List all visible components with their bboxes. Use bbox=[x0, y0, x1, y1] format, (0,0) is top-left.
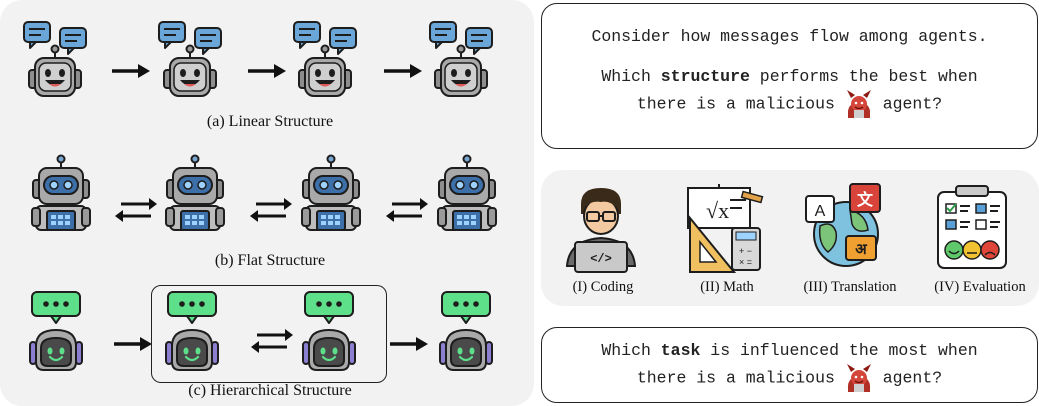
task-label-math: (II) Math bbox=[700, 279, 754, 295]
question1-keyword: structure bbox=[660, 67, 750, 86]
robot-icon bbox=[437, 154, 497, 231]
arrow-right-icon bbox=[112, 335, 154, 353]
svg-text:× =: × = bbox=[739, 257, 752, 267]
bidirectional-arrow-icon bbox=[113, 196, 159, 224]
arrow-right-icon bbox=[110, 62, 152, 80]
robot-icon bbox=[165, 154, 225, 231]
question1-line3: there is a malicious agent? bbox=[542, 90, 1037, 118]
bidirectional-arrow-icon bbox=[249, 327, 295, 355]
arrow-right-icon bbox=[246, 62, 288, 80]
malicious-agent-icon bbox=[846, 90, 872, 118]
bidirectional-arrow-icon bbox=[384, 196, 430, 224]
hierarchy-group-box bbox=[151, 285, 387, 383]
question2-keyword: task bbox=[660, 341, 701, 360]
hierarchical-caption: (c) Hierarchical Structure bbox=[188, 382, 352, 399]
svg-text:文: 文 bbox=[857, 190, 874, 209]
evaluation-icon bbox=[937, 185, 1007, 269]
robot-icon bbox=[164, 290, 220, 372]
robot-icon bbox=[155, 21, 222, 97]
malicious-agent-icon bbox=[846, 364, 872, 392]
hierarchical-structure-diagram bbox=[28, 290, 494, 372]
question2-line2-post: agent? bbox=[882, 368, 943, 388]
svg-text:+ −: + − bbox=[739, 246, 752, 256]
question1-line2-post: performs the best when bbox=[749, 67, 978, 86]
question2-line2: there is a malicious agent? bbox=[542, 364, 1037, 392]
math-icon: √x + − × = bbox=[687, 184, 764, 273]
task-question-box: Which task is influenced the most when t… bbox=[541, 327, 1038, 403]
arrow-right-icon bbox=[388, 335, 430, 353]
question2-line2-pre: there is a malicious bbox=[636, 368, 835, 388]
task-label-coding: (I) Coding bbox=[572, 279, 634, 295]
task-label-translation: (III) Translation bbox=[803, 279, 897, 295]
robot-icon bbox=[20, 21, 87, 97]
robot-icon bbox=[31, 154, 91, 231]
question1-line3-pre: there is a malicious bbox=[636, 94, 835, 114]
flat-structure-diagram bbox=[31, 154, 497, 231]
robot-icon bbox=[28, 290, 84, 372]
svg-text:अ: अ bbox=[855, 240, 867, 258]
question2-line1-post: is influenced the most when bbox=[700, 341, 978, 360]
tasks-icons: </> √x + − × = A 文 अ bbox=[565, 183, 1007, 273]
question1-line2: Which structure performs the best when bbox=[542, 64, 1037, 90]
question1-line2-pre: Which bbox=[601, 67, 661, 86]
translation-icon: A 文 अ bbox=[805, 183, 881, 267]
robot-icon bbox=[301, 290, 357, 372]
coder-icon: </> bbox=[565, 188, 637, 273]
task-label-evaluation: (IV) Evaluation bbox=[934, 279, 1026, 295]
robot-icon bbox=[290, 21, 357, 97]
arrow-right-icon bbox=[382, 62, 424, 80]
flat-caption: (b) Flat Structure bbox=[214, 252, 326, 269]
question2-line1-pre: Which bbox=[601, 341, 661, 360]
robot-icon bbox=[438, 290, 494, 372]
robot-icon bbox=[301, 154, 361, 231]
linear-caption: (a) Linear Structure bbox=[206, 113, 334, 130]
question2-line1: Which task is influenced the most when bbox=[542, 338, 1037, 364]
svg-text:</>: </> bbox=[590, 252, 612, 266]
svg-text:√x: √x bbox=[706, 198, 729, 223]
question1-line1: Consider how messages flow among agents. bbox=[591, 27, 988, 46]
svg-text:A: A bbox=[815, 203, 826, 220]
structure-question-box: Consider how messages flow among agents.… bbox=[541, 3, 1038, 149]
robot-icon bbox=[426, 21, 493, 97]
question1-line3-post: agent? bbox=[882, 94, 943, 114]
bidirectional-arrow-icon bbox=[248, 196, 294, 224]
